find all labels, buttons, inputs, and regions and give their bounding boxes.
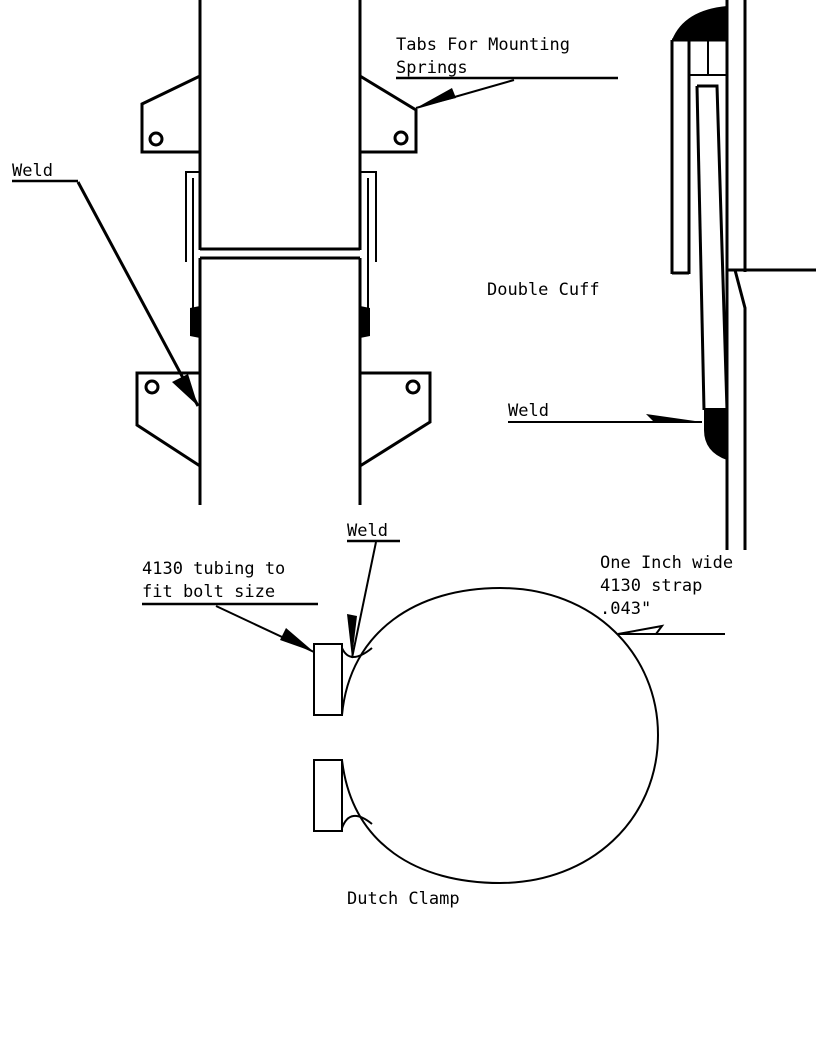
tab-bolt-hole [148, 131, 164, 147]
cuff-bottom-weld [704, 408, 727, 460]
tab-bolt-hole [393, 130, 409, 146]
clamp-fillet-weld-upper [341, 647, 373, 658]
double-cuff-label: Double Cuff [487, 280, 600, 300]
weld-clamp-label: Weld [347, 521, 388, 541]
double-cuff-sleeve [185, 171, 377, 338]
tubing-label-line2: fit bolt size [142, 582, 275, 602]
cuff-weld-bead-left [190, 306, 200, 338]
strap-callout: One Inch wide 4130 strap .043" [600, 553, 733, 635]
strap-label-line3: .043" [600, 599, 651, 619]
tab-bolt-hole [144, 379, 160, 395]
dutch-clamp [313, 586, 660, 885]
lower-mounting-tab-left [135, 371, 201, 468]
lower-mounting-tab-right [359, 371, 432, 468]
clamp-bolt-tube-upper [313, 643, 343, 716]
upper-tube [198, 0, 362, 251]
lower-tube [198, 256, 362, 505]
clamp-fillet-weld-lower [341, 815, 373, 829]
cuff-weld-bead-right [360, 306, 370, 338]
dutch-clamp-label: Dutch Clamp [347, 889, 460, 909]
tubing-label-line1: 4130 tubing to [142, 559, 285, 579]
upper-mounting-tab-left [140, 74, 201, 154]
cuff-top-weld [672, 6, 727, 40]
tabs-label-line2: Springs [396, 58, 468, 78]
weld-left-label: Weld [12, 161, 53, 181]
weld-right-callout: Weld [508, 401, 702, 423]
tab-bolt-hole [405, 379, 421, 395]
upper-mounting-tab-right [359, 74, 418, 154]
tubing-callout: 4130 tubing to fit bolt size [142, 559, 318, 653]
weld-right-label: Weld [508, 401, 549, 421]
clamp-bolt-tube-lower [313, 759, 343, 832]
weld-left-callout: Weld [12, 161, 200, 407]
tabs-callout: Tabs For Mounting Springs [396, 35, 618, 109]
tube-assembly [135, 0, 432, 505]
strap-label-line2: 4130 strap [600, 576, 702, 596]
strap-label-line1: One Inch wide [600, 553, 733, 573]
clamp-strap-ring [341, 586, 660, 885]
weld-clamp-callout: Weld [347, 521, 400, 659]
tabs-label-line1: Tabs For Mounting [396, 35, 570, 55]
double-cuff-section [670, 0, 816, 550]
